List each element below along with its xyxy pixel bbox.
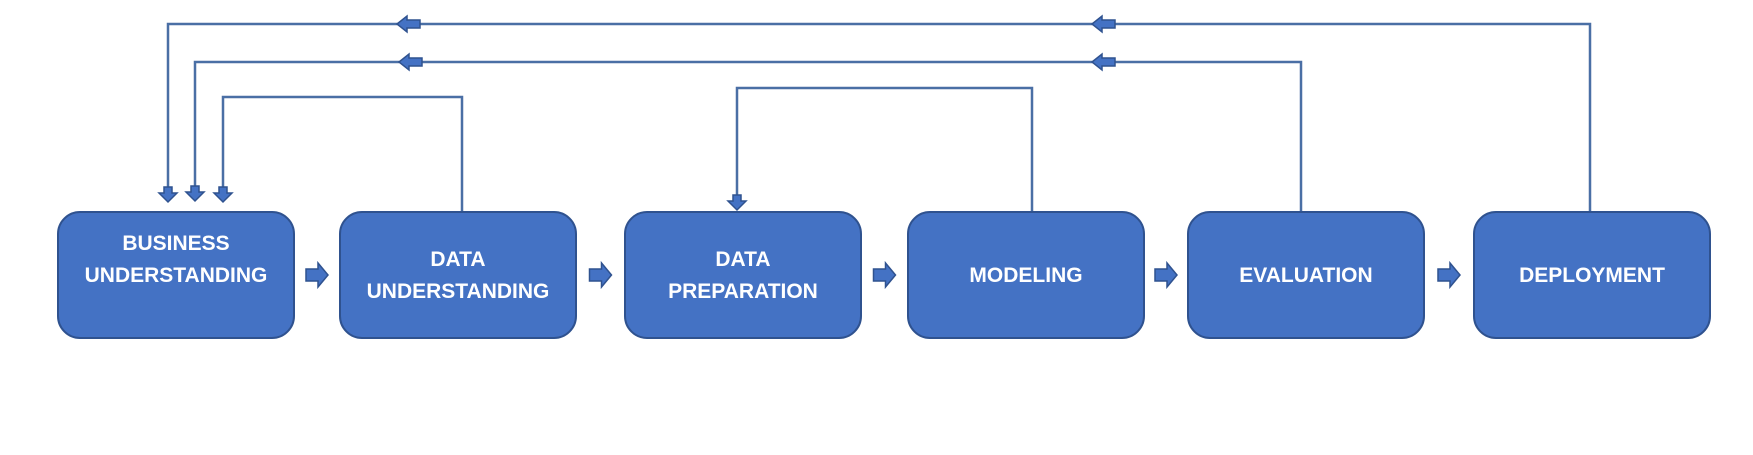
right-arrow-icon [588, 260, 613, 290]
feedback-entry-arrows [157, 185, 748, 212]
stage-box-data-preparation: DATA PREPARATION [624, 211, 862, 339]
stage-box-shape [339, 211, 577, 339]
feedback-loops [166, 22, 1592, 212]
stage-box-modeling: MODELING [907, 211, 1145, 339]
right-arrow-icon [305, 260, 329, 290]
left-arrow-icon [1090, 52, 1116, 72]
stage-box-evaluation: EVALUATION [1187, 211, 1425, 339]
feedback-line-modeling-to-data-preparation [735, 86, 1034, 212]
right-arrow-icon [1437, 260, 1461, 290]
process-stages: BUSINESSUNDERSTANDINGDATAUNDERSTANDINGDA… [57, 211, 1711, 339]
stage-box-shape [1473, 211, 1711, 339]
down-arrow-icon [726, 194, 748, 212]
stage-label-data-understanding-line-2: UNDERSTANDING [367, 280, 550, 303]
forward-flow-arrows [305, 260, 1461, 290]
stage-label-data-preparation-line-2: PREPARATION [668, 280, 818, 303]
stage-label-data-preparation-line-1: DATA [715, 248, 770, 271]
stage-box-shape [1187, 211, 1425, 339]
feedback-line-evaluation-to-business-understanding [193, 60, 1303, 212]
feedback-line-deployment-to-business-understanding [166, 22, 1592, 212]
stage-label-business-understanding-line-1: BUSINESS [122, 232, 229, 255]
stage-label-evaluation-line-1: EVALUATION [1239, 264, 1372, 287]
stage-box-shape [624, 211, 862, 339]
stage-label-deployment-line-1: DEPLOYMENT [1519, 264, 1665, 287]
stage-box-deployment: DEPLOYMENT [1473, 211, 1711, 339]
stage-box-data-understanding: DATA UNDERSTANDING [339, 211, 577, 339]
down-arrow-icon [212, 186, 234, 204]
feedback-line-data-understanding-to-business-understanding [221, 95, 464, 212]
right-arrow-icon [872, 260, 897, 290]
stage-box-shape [907, 211, 1145, 339]
stage-label-modeling-line-1: MODELING [969, 264, 1082, 287]
stage-box-business-understanding: BUSINESS UNDERSTANDING [57, 211, 295, 339]
left-arrow-icon [1090, 14, 1116, 34]
stage-box-shape [57, 211, 295, 339]
stage-label-data-understanding-line-1: DATA [430, 248, 485, 271]
left-arrow-icon [395, 14, 421, 34]
right-arrow-icon [1154, 260, 1178, 290]
feedback-direction-arrows [395, 14, 1116, 72]
left-arrow-icon [397, 52, 423, 72]
stage-label-business-understanding-line-2: UNDERSTANDING [85, 264, 268, 287]
down-arrow-icon [157, 186, 179, 204]
down-arrow-icon [184, 185, 206, 203]
